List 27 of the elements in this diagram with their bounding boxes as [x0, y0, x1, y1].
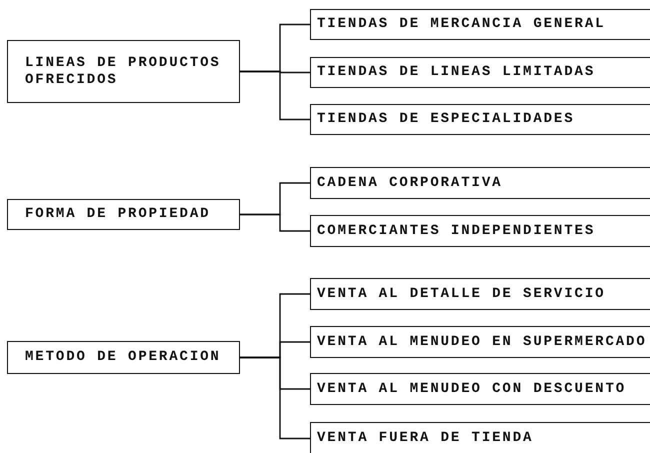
box-label: CADENA CORPORATIVA — [316, 174, 502, 192]
box-label: TIENDAS DE MERCANCIA GENERAL — [316, 16, 606, 33]
category-box — [310, 167, 650, 199]
category-box — [310, 9, 650, 40]
category-box — [310, 422, 650, 453]
connector-line — [240, 356, 310, 440]
category-box — [310, 373, 650, 405]
box-label: VENTA AL MENUDEO CON DESCUENTO — [316, 380, 626, 398]
category-box — [7, 199, 240, 230]
connector-line — [240, 214, 310, 232]
category-box — [310, 104, 650, 135]
box-label: VENTA AL DETALLE DE SERVICIO — [316, 286, 606, 302]
box-label: TIENDAS DE ESPECIALIDADES — [316, 111, 575, 128]
category-box — [310, 326, 650, 358]
box-label: VENTA AL MENUDEO EN SUPERMERCADO — [316, 334, 647, 350]
category-box — [310, 215, 650, 247]
box-label: VENTA FUERA DE TIENDA — [316, 430, 534, 447]
box-label: METODO DE OPERACION — [24, 349, 222, 366]
box-label: LINEAS DE PRODUCTOS OFRECIDOS — [24, 54, 222, 88]
connector-line — [240, 70, 310, 120]
box-label: FORMA DE PROPIEDAD — [24, 206, 212, 223]
category-box — [7, 40, 240, 103]
box-label: COMERCIANTES INDEPENDIENTES — [316, 222, 596, 240]
box-label: TIENDAS DE LINEAS LIMITADAS — [316, 64, 596, 81]
category-box — [310, 57, 650, 88]
category-box — [310, 278, 650, 310]
category-box — [7, 341, 240, 374]
